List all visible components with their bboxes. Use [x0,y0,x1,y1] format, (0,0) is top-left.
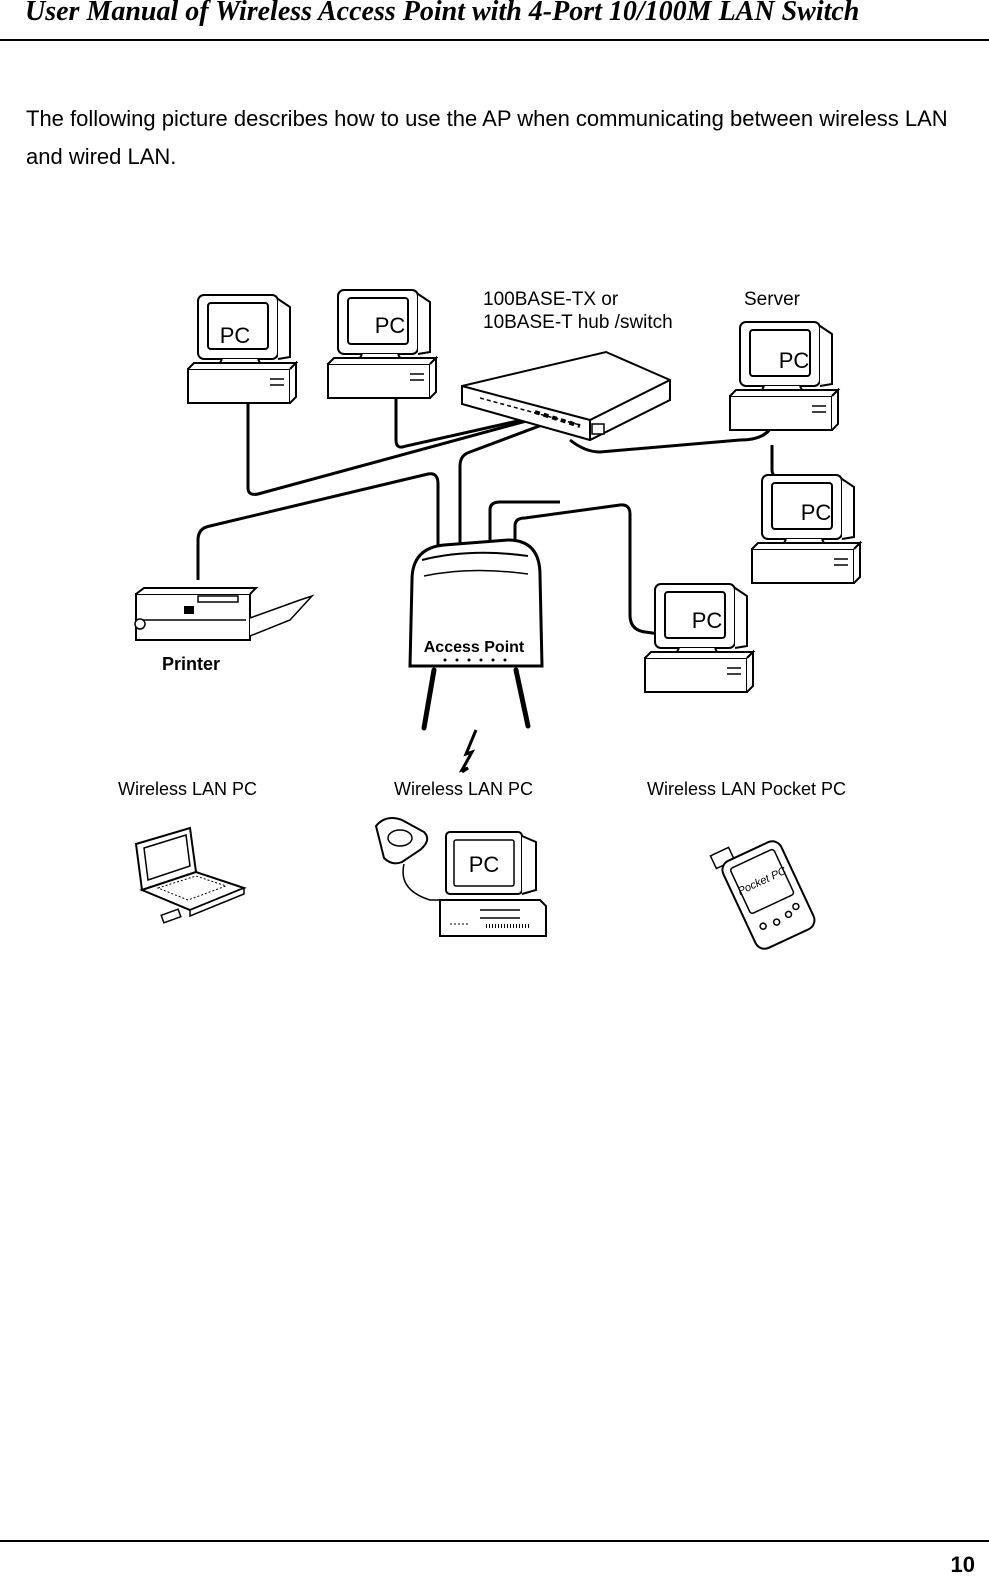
access-point-icon [408,538,544,731]
pc-label: PC [220,323,251,348]
footer-rule [0,1540,989,1542]
pc-top-left-2-icon: PC [327,289,437,399]
access-point-label: Access Point [424,639,525,656]
pc-label: PC [779,348,810,373]
printer-label: Printer [162,654,220,674]
hub-switch-icon [461,350,671,442]
header-rule [0,39,989,41]
server-pc-icon: PC [729,321,839,431]
network-diagram: 100BASE-TX or 10BASE-T hub /switch PC PC… [118,289,861,950]
hub-label-line1: 100BASE-TX or [483,289,619,310]
pc-label: PC [469,852,500,877]
page-number: 10 [950,1552,975,1577]
pc-label: PC [801,500,832,525]
pc-label: PC [692,608,723,633]
pc-top-left-1-icon: PC [187,294,297,404]
pc-label: PC [375,313,406,338]
header-title: User Manual of Wireless Access Point wit… [25,0,860,27]
server-label: Server [744,289,801,310]
pc-right-2-icon: PC [644,583,754,693]
hub-label-line2: 10BASE-T hub /switch [483,312,673,333]
wireless-desktop-icon [374,817,547,937]
pc-right-1-icon: PC [751,474,861,584]
printer-icon [134,587,315,641]
wireless-pc-label-2: Wireless LAN PC [394,779,533,799]
wireless-signal-icon [458,729,478,774]
laptop-icon [134,826,247,924]
pocket-pc-icon: Pocket PC [709,840,816,950]
intro-paragraph: The following picture describes how to u… [26,106,948,169]
wireless-pc-label-1: Wireless LAN PC [118,779,257,799]
wireless-pocket-label: Wireless LAN Pocket PC [647,779,846,799]
